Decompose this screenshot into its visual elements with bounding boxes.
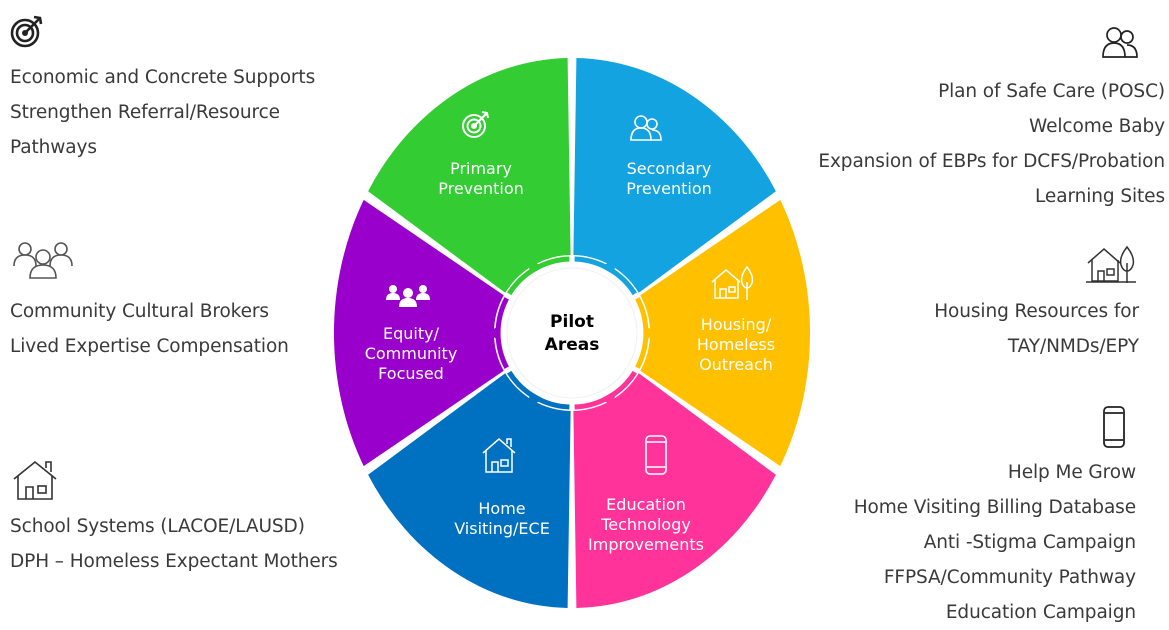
segment-housing [640,199,811,467]
svg-text:Housing/: Housing/ [701,315,772,334]
list-item: Help Me Grow [1007,462,1136,483]
list-item: Expansion of EBPs for DCFS/Probation [818,151,1165,172]
housing-house-tree-icon [711,265,754,300]
list-item: Welcome Baby [1028,116,1165,137]
svg-text:Education: Education [606,495,686,514]
list-item: Economic and Concrete Supports [10,67,316,88]
housing-label: Housing/ Homeless Outreach [697,315,775,374]
center-hub: Pilot Areas [502,263,642,403]
svg-text:Home: Home [478,499,525,518]
list-item: Pathways [10,137,97,158]
right-bottom-list: Help Me Grow Home Visiting Billing Datab… [854,455,1136,630]
secondary-people-icon [630,115,662,141]
phone-icon [1103,406,1125,448]
segment-secondary [573,58,776,293]
list-item: Strengthen Referral/Resource [10,102,280,123]
segment-education [573,373,776,608]
center-label-line2: Areas [545,335,600,355]
svg-text:Primary: Primary [450,159,512,178]
list-item: TAY/NMDs/EPY [1007,336,1139,357]
svg-text:Focused: Focused [378,364,444,383]
list-item: Plan of Safe Care (POSC) [938,81,1165,102]
svg-text:Equity/: Equity/ [383,324,440,343]
left-top-list: Economic and Concrete Supports Strengthe… [10,60,315,165]
segment-equity [333,199,504,467]
list-item: Housing Resources for [934,301,1139,322]
house-tree-icon [1086,245,1136,283]
people-icon [1102,27,1138,58]
primary-target-icon [462,111,489,138]
list-item: Lived Expertise Compensation [10,336,289,357]
list-item: Education Campaign [945,602,1136,623]
svg-text:Technology: Technology [600,515,691,534]
right-mid-list: Housing Resources for TAY/NMDs/EPY [934,294,1139,364]
home-house-icon [482,438,516,473]
right-top-list: Plan of Safe Care (POSC) Welcome Baby Ex… [818,74,1165,214]
house-icon [13,460,57,500]
svg-text:Outreach: Outreach [699,355,773,374]
segment-home [368,373,571,608]
list-item: Learning Sites [1035,186,1165,207]
primary-label: Primary Prevention [438,159,524,198]
equity-group-icon [386,285,430,307]
secondary-label: Secondary Prevention [626,159,712,198]
left-mid-list: Community Cultural Brokers Lived Experti… [10,294,289,364]
svg-text:Community: Community [365,344,458,363]
list-item: Community Cultural Brokers [10,301,269,322]
group-icon [13,242,73,279]
education-phone-icon [645,435,667,475]
list-item: Home Visiting Billing Database [853,497,1136,518]
svg-text:Prevention: Prevention [626,179,712,198]
list-item: Anti -Stigma Campaign [923,532,1136,553]
list-item: FFPSA/Community Pathway [883,567,1136,588]
list-item: School Systems (LACOE/LAUSD) [10,516,305,537]
inner-color-ring [488,256,656,410]
home-label: Home Visiting/ECE [454,499,550,538]
svg-text:Secondary: Secondary [627,159,712,178]
svg-text:Improvements: Improvements [588,535,704,554]
target-icon [10,15,43,48]
segment-primary [368,58,571,293]
svg-text:Prevention: Prevention [438,179,524,198]
left-bottom-list: School Systems (LACOE/LAUSD) DPH – Homel… [10,509,338,579]
equity-label: Equity/ Community Focused [365,324,458,383]
svg-text:Homeless: Homeless [697,335,775,354]
svg-text:Visiting/ECE: Visiting/ECE [454,519,550,538]
education-label: Education Technology Improvements [588,495,704,554]
center-label-line1: Pilot [550,312,594,332]
list-item: DPH – Homeless Expectant Mothers [10,551,338,572]
